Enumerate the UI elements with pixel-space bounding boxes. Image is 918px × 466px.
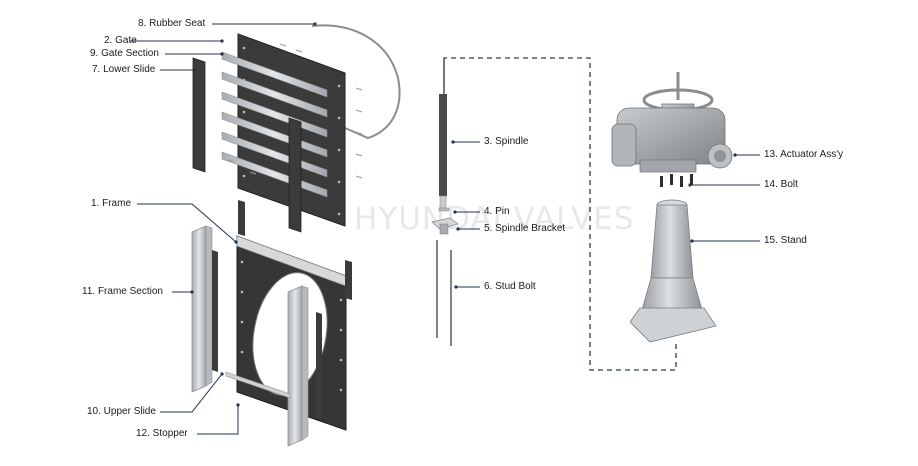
actuator-bolts — [660, 174, 693, 187]
frame-uprights — [238, 200, 352, 300]
frame-section — [191, 225, 213, 393]
stud-bolts — [436, 240, 452, 346]
spindle — [439, 60, 447, 211]
label-actuator: 13. Actuator Ass'y — [764, 149, 844, 160]
label-spindle: 3. Spindle — [484, 136, 529, 147]
small-screws — [227, 43, 363, 179]
label-upper-slide: 10. Upper Slide — [87, 406, 156, 417]
label-stopper: 12. Stopper — [136, 428, 188, 439]
pin — [438, 207, 450, 212]
label-frame-section: 11. Frame Section — [82, 286, 163, 297]
label-rubber-seat: 8. Rubber Seat — [138, 18, 206, 29]
label-pin: 4. Pin — [484, 206, 510, 217]
spindle-bracket — [431, 217, 459, 235]
label-spindle-bracket: 5. Spindle Bracket — [484, 223, 566, 234]
lower-slide — [192, 57, 302, 233]
stand — [629, 199, 717, 343]
leader-lines — [130, 23, 760, 435]
label-stud-bolt: 6. Stud Bolt — [484, 281, 536, 292]
actuator — [611, 72, 733, 173]
label-gate-section: 9. Gate Section — [90, 48, 159, 59]
connection-dashed-line — [443, 57, 677, 371]
label-stand: 15. Stand — [764, 235, 807, 246]
stopper-bar — [225, 371, 291, 399]
label-frame: 1. Frame — [91, 198, 132, 209]
rubber-seat — [311, 24, 401, 140]
label-gate: 2. Gate — [104, 35, 137, 46]
label-bolt: 14. Bolt — [764, 179, 798, 190]
watermark: HYUNDAI VALVES — [354, 201, 635, 237]
label-lower-slide: 7. Lower Slide — [92, 64, 156, 75]
leader-dots — [190, 22, 737, 407]
upper-slide — [212, 250, 218, 372]
